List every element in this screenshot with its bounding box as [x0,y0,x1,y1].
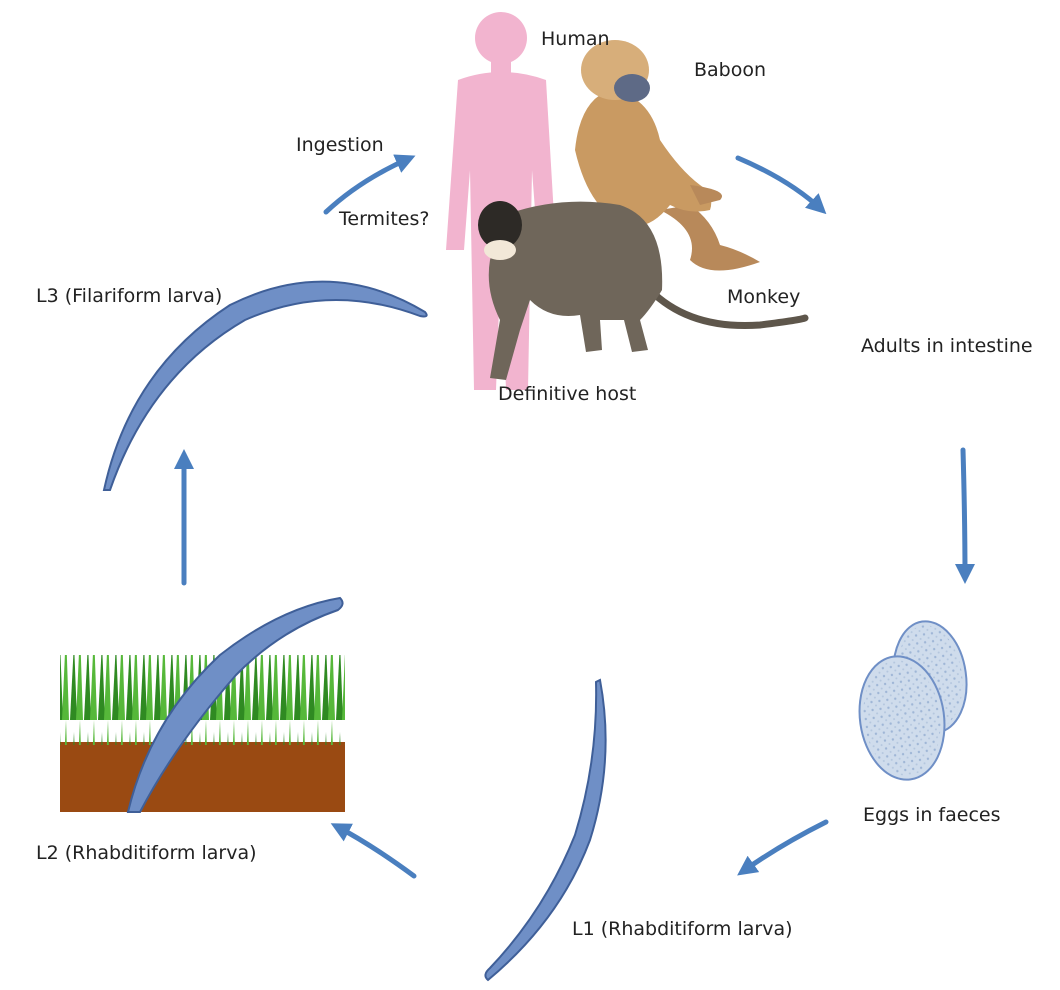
label-l3: L3 (Filariform larva) [36,287,222,306]
arrow-adults-to-eggs [963,450,965,578]
label-adults: Adults in intestine [861,337,1033,356]
label-l1: L1 (Rhabditiform larva) [572,920,793,939]
arrow-ingestion [326,158,410,212]
arrow-host-to-adults [738,158,822,210]
label-termites: Termites? [339,210,429,229]
label-monkey: Monkey [727,288,800,307]
label-ingestion: Ingestion [296,136,384,155]
label-human: Human [541,30,610,49]
arrow-l1-to-l2 [336,826,414,876]
label-eggs: Eggs in faeces [863,806,1000,825]
label-definitive-host: Definitive host [498,385,636,404]
label-l2: L2 (Rhabditiform larva) [36,844,257,863]
l3-larva-icon [104,282,427,490]
label-baboon: Baboon [694,61,766,80]
arrow-eggs-to-l1 [742,822,826,872]
egg-pair-icon [852,617,974,786]
